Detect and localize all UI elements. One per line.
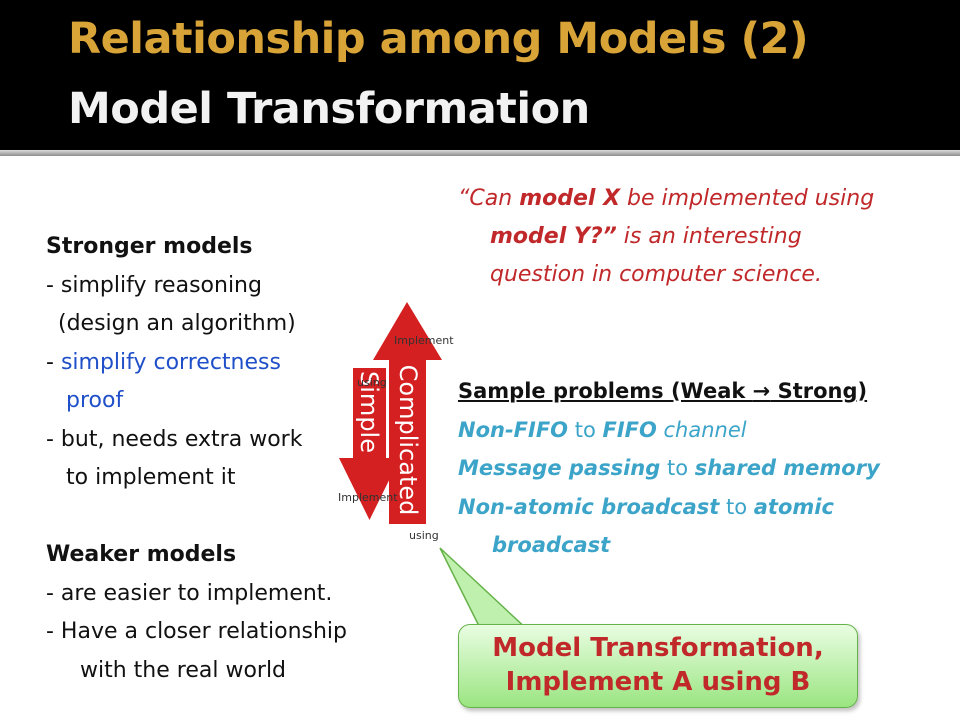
sample-3-target: atomic [753, 494, 834, 519]
implement-bottom-label: Implement [338, 491, 398, 504]
weaker-point-1: - are easier to implement. [46, 580, 333, 606]
sample-3-to: to [719, 494, 754, 519]
sample-1-from: Non-FIFO [458, 417, 569, 442]
weaker-models-heading: Weaker models [46, 542, 237, 567]
sample-1-to: to [568, 417, 603, 442]
sample-title-part2: Strong) [770, 379, 868, 403]
complexity-arrows: Simple Complicated Implement using Imple… [338, 302, 454, 542]
complicated-label: Complicated [394, 365, 422, 516]
sample-problems-title: Sample problems (Weak → Strong) [458, 372, 880, 411]
sample-row-3: Non-atomic broadcast to atomic [458, 488, 880, 527]
callout-line-2: Implement A using B [505, 667, 811, 697]
implement-top-label: Implement [394, 334, 454, 347]
sample-1-suffix: channel [656, 417, 747, 442]
stronger-point-2-cont: proof [66, 388, 124, 413]
title-bar: Relationship among Models (2) Model Tran… [0, 0, 960, 150]
slide-subtitle: Model Transformation [68, 84, 590, 134]
using-bottom-label: using [409, 529, 439, 542]
simple-label: Simple [355, 371, 383, 453]
sample-1-target: FIFO [602, 417, 657, 442]
sample-row-1: Non-FIFO to FIFO channel [458, 411, 880, 450]
sample-row-3-cont: broadcast [458, 526, 880, 565]
quote-mid-2: is an interesting [616, 224, 802, 249]
sample-row-2: Message passing to shared memory [458, 449, 880, 488]
models-text-block: Stronger models - simplify reasoning (de… [46, 228, 347, 690]
sample-2-from: Message passing [458, 456, 661, 480]
complicated-up-arrow [373, 302, 442, 524]
quote-block: “Can model X be implemented using model … [458, 180, 938, 294]
right-arrow-icon: → [752, 379, 771, 403]
transformation-callout: Model Transformation, Implement A using … [458, 624, 858, 708]
slide-title: Relationship among Models (2) [68, 14, 809, 64]
weaker-point-2: - Have a closer relationship [46, 619, 347, 644]
sample-2-to: to [660, 456, 695, 480]
stronger-point-3: - but, needs extra work [46, 426, 303, 452]
quote-model-y: model Y?” [490, 224, 617, 249]
stronger-point-3-cont: to implement it [66, 465, 236, 490]
weaker-point-2-cont: with the real world [80, 657, 287, 683]
stronger-point-1-detail: (design an algorithm) [58, 311, 296, 336]
sample-2-target: shared memory [694, 456, 880, 480]
callout-text: Model Transformation, Implement A using … [459, 631, 857, 699]
callout-line-1: Model Transformation, [492, 633, 824, 663]
stronger-point-2-text: simplify correctness [60, 349, 281, 375]
quote-mid-1: be implemented using [620, 186, 875, 211]
sample-3-target-cont: broadcast [492, 533, 611, 557]
quote-model-x: model X [519, 186, 621, 211]
sample-title-part1: Sample problems (Weak [458, 379, 753, 403]
quote-line-2: model Y?” is an interesting [458, 218, 938, 256]
stronger-models-heading: Stronger models [46, 234, 253, 259]
bullet-dash: - [46, 349, 61, 375]
quote-line-3: question in computer science. [490, 262, 822, 287]
using-top-label: using [357, 376, 387, 389]
sample-3-from: Non-atomic broadcast [458, 494, 720, 519]
header-divider [0, 150, 960, 156]
sample-problems: Sample problems (Weak → Strong) Non-FIFO… [458, 372, 880, 565]
simple-down-arrow [339, 368, 400, 520]
stronger-point-2: - simplify correctness [46, 344, 347, 383]
quote-open: “Can [458, 186, 520, 211]
stronger-point-1: - simplify reasoning [46, 272, 262, 298]
quote-line-1: “Can model X be implemented using [458, 180, 938, 218]
spacer [46, 498, 347, 537]
